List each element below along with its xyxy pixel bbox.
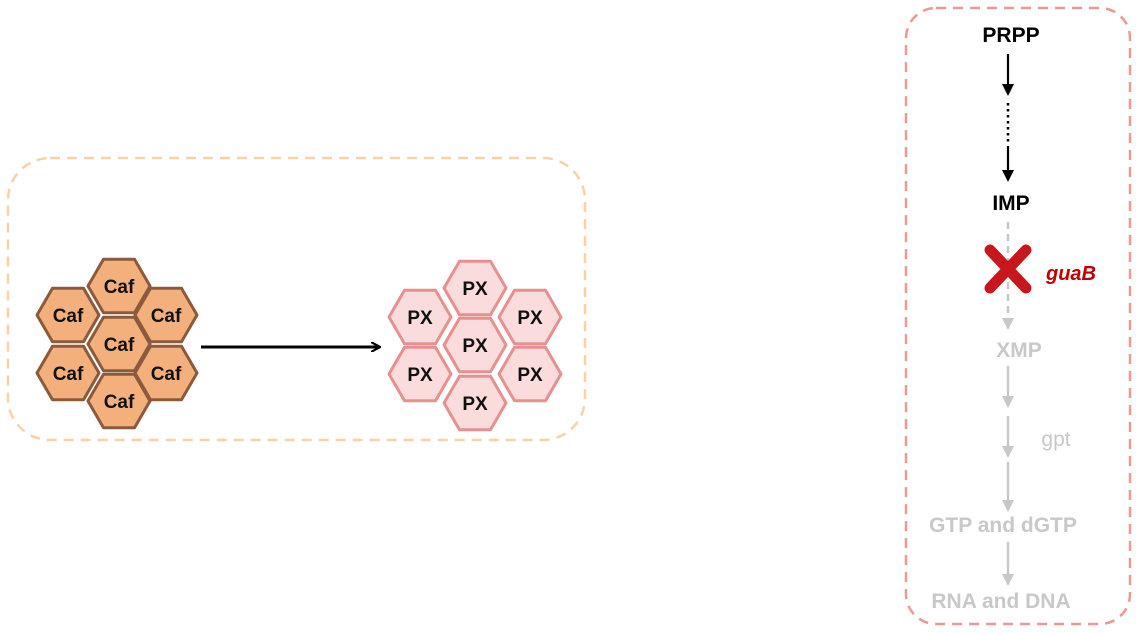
block-cross-icon	[984, 244, 1032, 294]
px-cluster: PX PX PX PX PX PX PX	[387, 259, 563, 432]
caf-cell-label: Caf	[151, 306, 182, 327]
caf-cell-hexagon	[35, 344, 101, 402]
caf-cell-hexagon	[86, 257, 152, 315]
caf-cell-label: Caf	[104, 335, 135, 356]
caf-cell-label: Caf	[104, 277, 135, 298]
px-cell-label: PX	[517, 365, 543, 386]
gpt-enzyme-label: gpt	[1041, 428, 1070, 451]
prpp-label: PRPP	[982, 24, 1039, 47]
rna-dna-label: RNA and DNA	[931, 590, 1070, 613]
px-cell-hexagon	[387, 345, 453, 403]
px-cell-hexagon	[497, 345, 563, 403]
guab-gene-label: guaB	[1045, 263, 1096, 285]
conversion-box	[6, 156, 587, 442]
caf-cell-label: Caf	[53, 364, 84, 385]
px-cell-label: PX	[407, 365, 433, 386]
caf-cell-hexagon	[35, 286, 101, 344]
px-cell-label: PX	[462, 336, 488, 357]
xmp-label: XMP	[996, 339, 1042, 362]
px-cell-label: PX	[462, 394, 488, 415]
px-cell-hexagon	[442, 259, 508, 317]
px-cell-hexagon	[442, 374, 508, 432]
caf-cell-label: Caf	[53, 306, 84, 327]
caf-cell-label: Caf	[104, 392, 135, 413]
px-cell-hexagon	[387, 288, 453, 346]
px-cell-hexagon	[442, 316, 508, 374]
caf-cell-hexagon	[86, 315, 152, 373]
caf-cell-hexagon	[86, 372, 152, 430]
px-cell-label: PX	[407, 308, 433, 329]
px-cell-label: PX	[517, 308, 543, 329]
caf-cell-hexagon	[133, 286, 199, 344]
px-cell-label: PX	[462, 279, 488, 300]
gtp-label: GTP and dGTP	[929, 514, 1077, 537]
px-cell-hexagon	[497, 288, 563, 346]
caf-cell-label: Caf	[151, 364, 182, 385]
imp-label: IMP	[992, 192, 1029, 215]
